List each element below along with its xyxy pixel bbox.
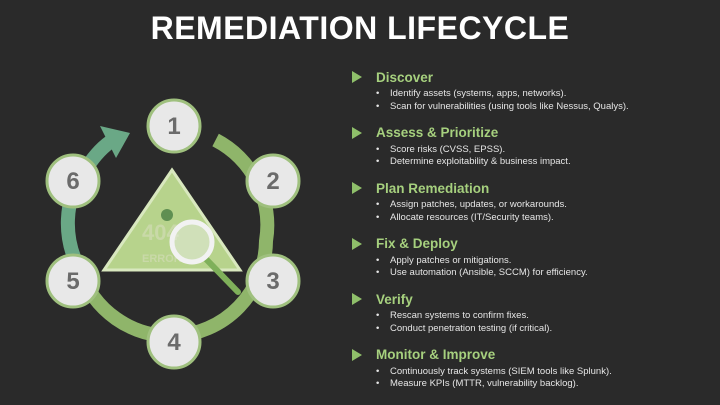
step-bullet: Apply patches or mitigations. [376, 255, 712, 268]
step-bullet: Assign patches, updates, or workarounds. [376, 199, 712, 212]
step-title: Monitor & Improve [376, 347, 496, 362]
step-title: Verify [376, 291, 413, 307]
svg-text:2: 2 [266, 168, 279, 195]
step-bullet: Determine exploitability & business impa… [376, 156, 712, 169]
step-bullet: Rescan systems to confirm fixes. [376, 310, 712, 323]
svg-text:5: 5 [66, 268, 79, 295]
triangle-bullet-icon [352, 348, 362, 361]
slide-title: REMEDIATION LIFECYCLE [150, 10, 570, 46]
step-bullet: Identify assets (systems, apps, networks… [376, 88, 712, 101]
step-verify: Verify Rescan systems to confirm fixes. … [352, 290, 712, 346]
triangle-bullet-icon [352, 126, 362, 139]
step-bullet: Score risks (CVSS, EPSS). [376, 144, 712, 157]
cycle-node-2: 2 [245, 153, 301, 209]
step-discover: Discover Identify assets (systems, apps,… [352, 68, 712, 124]
svg-text:4: 4 [167, 329, 181, 356]
cycle-node-5: 5 [45, 253, 101, 309]
cycle-node-3: 3 [245, 253, 301, 309]
step-bullet: Allocate resources (IT/Security teams). [376, 212, 712, 225]
svg-text:1: 1 [167, 113, 180, 140]
step-bullet: Use automation (Ansible, SCCM) for effic… [376, 267, 712, 280]
triangle-bullet-icon [352, 71, 362, 83]
svg-text:6: 6 [66, 168, 79, 195]
step-bullet: Continuously track systems (SIEM tools l… [376, 366, 712, 379]
step-fix-deploy: Fix & Deploy Apply patches or mitigation… [352, 235, 712, 291]
steps-list: Discover Identify assets (systems, apps,… [352, 68, 712, 401]
step-bullet: Measure KPIs (MTTR, vulnerability backlo… [376, 378, 712, 391]
step-bullet: Conduct penetration testing (if critical… [376, 323, 712, 336]
error-404-icon: 404 ERROR [101, 167, 243, 272]
step-monitor-improve: Monitor & Improve Continuously track sys… [352, 346, 712, 402]
step-plan-remediation: Plan Remediation Assign patches, updates… [352, 179, 712, 235]
cycle-node-6: 6 [45, 153, 101, 209]
step-bullet: Scan for vulnerabilities (using tools li… [376, 101, 712, 114]
svg-text:3: 3 [266, 268, 279, 295]
lifecycle-diagram: 404 ERROR 1 2 3 4 5 6 [45, 98, 301, 370]
step-title: Fix & Deploy [376, 236, 458, 251]
step-title: Plan Remediation [376, 180, 490, 196]
triangle-bullet-icon [352, 182, 362, 194]
cycle-node-1: 1 [146, 98, 202, 154]
step-title: Assess & Prioritize [376, 125, 499, 140]
magnifier-icon [169, 219, 241, 295]
error-label-text: ERROR [142, 253, 182, 265]
step-assess-prioritize: Assess & Prioritize Score risks (CVSS, E… [352, 124, 712, 180]
arrow-head-icon [100, 126, 130, 158]
triangle-bullet-icon [352, 237, 362, 250]
step-title: Discover [376, 69, 434, 85]
cycle-node-4: 4 [146, 314, 202, 370]
triangle-bullet-icon [352, 293, 362, 305]
